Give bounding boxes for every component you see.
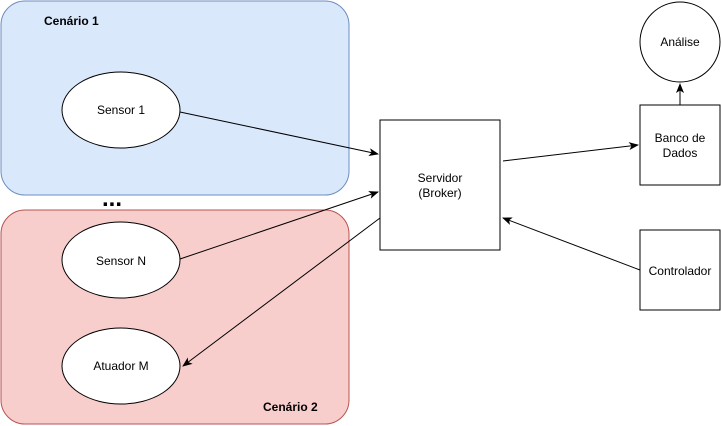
servidor-broker-node	[379, 119, 501, 251]
scenario-1-label: Cenário 1	[44, 14, 99, 28]
scenario-2-label: Cenário 2	[263, 400, 318, 414]
ellipsis-separator: ...	[102, 185, 122, 212]
scenario-2-region	[0, 209, 350, 425]
arrow-sensorn-to-servidor	[179, 191, 379, 260]
sensor-1-label: Sensor 1	[97, 103, 145, 117]
banco-de-dados-node	[639, 104, 721, 186]
servidor-label: Servidor	[418, 171, 463, 185]
atuador-m-node	[61, 327, 181, 405]
analise-label: Análise	[660, 35, 700, 49]
arrow-sensor1-to-servidor	[179, 111, 379, 157]
atuador-m-label: Atuador M	[93, 359, 148, 373]
arrow-servidor-to-atuadorm	[182, 217, 381, 367]
controlador-label: Controlador	[649, 264, 712, 278]
arrow-controlador-to-servidor	[502, 217, 641, 271]
banco-label-line1: Banco de	[655, 131, 706, 145]
sensor-1-node	[61, 71, 181, 149]
sensor-n-node	[61, 221, 181, 299]
banco-label-line2: Dados	[663, 146, 698, 160]
arrow-servidor-to-banco	[502, 142, 639, 162]
broker-label: (Broker)	[418, 186, 461, 200]
analise-node	[639, 1, 721, 83]
sensor-n-label: Sensor N	[96, 254, 146, 268]
